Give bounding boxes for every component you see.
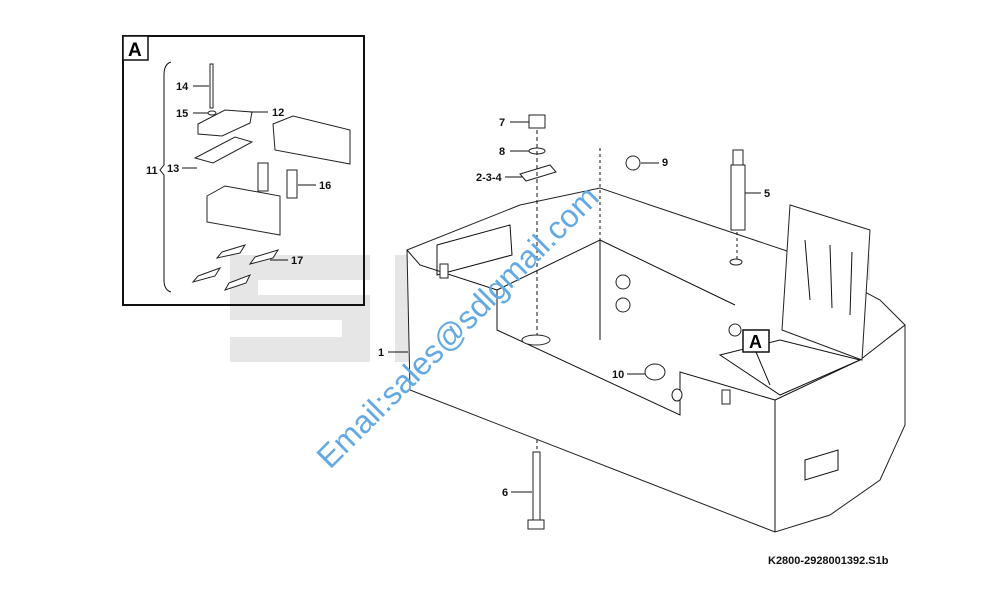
label-part-7: 7 bbox=[499, 117, 505, 129]
detail-a-callout-text: A bbox=[749, 332, 762, 352]
part-5-handle-rod bbox=[730, 149, 746, 231]
label-part-13: 13 bbox=[167, 163, 179, 175]
detail-a-inset: A bbox=[122, 35, 365, 306]
label-part-17: 17 bbox=[291, 255, 303, 267]
battery-box-housing bbox=[406, 148, 906, 533]
label-part-6: 6 bbox=[502, 487, 508, 499]
label-part-16: 16 bbox=[319, 180, 331, 192]
label-part-15: 15 bbox=[176, 108, 188, 120]
label-part-14: 14 bbox=[176, 81, 189, 93]
drawing-code: K2800-2928001392.S1b bbox=[768, 555, 889, 567]
label-part-11: 11 bbox=[146, 165, 158, 177]
label-part-5: 5 bbox=[764, 188, 770, 200]
part-10-grommet bbox=[644, 363, 666, 381]
part-7-nut bbox=[528, 114, 546, 129]
part-6-bolt bbox=[527, 451, 545, 530]
label-part-1: 1 bbox=[378, 347, 384, 359]
part-9-grommet bbox=[625, 155, 641, 171]
label-part-2-3-4: 2-3-4 bbox=[476, 172, 503, 184]
part-2-3-4-clamp bbox=[519, 164, 557, 182]
label-part-12: 12 bbox=[272, 107, 284, 119]
label-part-8: 8 bbox=[499, 146, 505, 158]
label-part-9: 9 bbox=[662, 157, 668, 169]
inset-title: A bbox=[128, 40, 142, 61]
label-part-10: 10 bbox=[612, 369, 624, 381]
